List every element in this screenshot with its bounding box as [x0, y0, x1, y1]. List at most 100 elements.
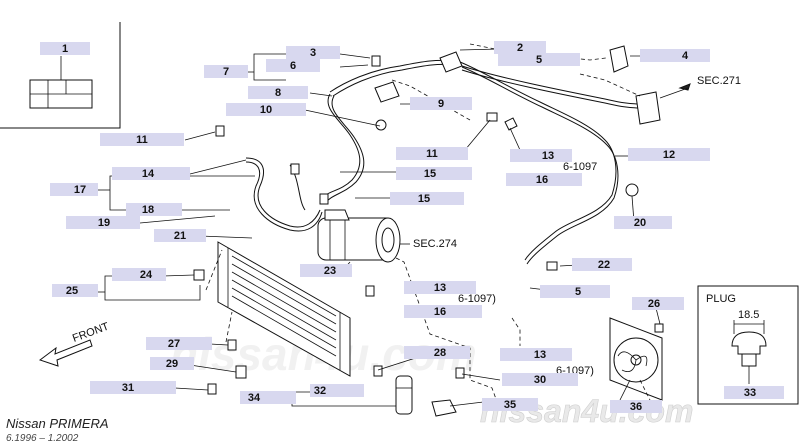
condenser [217, 241, 351, 377]
svg-text:26: 26 [648, 298, 660, 310]
receiver-drier [395, 375, 413, 415]
callout-3[interactable]: 3 [286, 46, 340, 59]
callout-2[interactable]: 2 [494, 41, 546, 54]
callout-10[interactable]: 10 [226, 103, 306, 116]
callout-12[interactable]: 12 [628, 148, 710, 161]
svg-text:11: 11 [426, 148, 438, 160]
svg-text:36: 36 [630, 401, 642, 413]
svg-text:16: 16 [536, 174, 548, 186]
svg-text:15: 15 [418, 193, 430, 205]
svg-text:12: 12 [663, 149, 675, 161]
callout-19[interactable]: 19 [66, 216, 140, 229]
bolt-30 [455, 367, 465, 379]
callout-16-lower[interactable]: 16 [404, 305, 482, 318]
callout-20[interactable]: 20 [614, 216, 672, 229]
svg-text:1: 1 [62, 43, 68, 55]
cooling-fan [609, 317, 663, 401]
callout-21[interactable]: 21 [154, 229, 206, 242]
svg-text:2: 2 [517, 42, 523, 54]
callout-18[interactable]: 18 [126, 203, 182, 216]
svg-text:20: 20 [634, 217, 646, 229]
callout-15-lower[interactable]: 15 [390, 192, 464, 205]
compressor [317, 209, 401, 263]
callout-1[interactable]: 1 [40, 42, 90, 55]
svg-text:14: 14 [142, 168, 155, 180]
bolt-27 [227, 339, 237, 351]
cap-20 [625, 183, 639, 197]
callout-23[interactable]: 23 [300, 264, 352, 277]
callout-34[interactable]: 34 [240, 391, 296, 404]
callout-30[interactable]: 30 [502, 373, 578, 386]
front-arrow [38, 339, 93, 367]
footer-dates: 6.1996 – 1.2002 [6, 433, 79, 444]
ref-sec274: SEC.274 [413, 238, 457, 250]
svg-text:13: 13 [434, 282, 446, 294]
callout-25[interactable]: 25 [52, 284, 98, 297]
svg-text:33: 33 [744, 387, 756, 399]
callout-27[interactable]: 27 [146, 337, 212, 350]
svg-text:5: 5 [575, 286, 581, 298]
label-frame [0, 22, 121, 129]
callout-11-right[interactable]: 11 [396, 147, 468, 160]
callout-31[interactable]: 31 [90, 381, 176, 394]
callout-5[interactable]: 5 [498, 53, 580, 66]
callout-7[interactable]: 7 [204, 65, 248, 78]
callout-5-lower[interactable]: 5 [540, 285, 610, 298]
bolt-31 [207, 383, 217, 395]
svg-text:5: 5 [536, 54, 542, 66]
svg-text:22: 22 [598, 259, 610, 271]
svg-text:9: 9 [438, 98, 444, 110]
callout-24[interactable]: 24 [112, 268, 166, 281]
callout-17[interactable]: 17 [50, 183, 98, 196]
sensor-28 [373, 365, 383, 377]
svg-text:23: 23 [324, 265, 336, 277]
svg-text:35: 35 [504, 399, 516, 411]
svg-text:19: 19 [98, 217, 110, 229]
callout-9[interactable]: 9 [410, 97, 472, 110]
clip-22 [546, 261, 558, 271]
bolt-condenser [365, 285, 375, 297]
callout-26[interactable]: 26 [632, 297, 684, 310]
svg-text:21: 21 [174, 230, 186, 242]
callout-15-upper[interactable]: 15 [396, 167, 472, 180]
callout-16-upper[interactable]: 16 [506, 173, 582, 186]
callout-11-left[interactable]: 11 [100, 133, 184, 146]
clip-3 [371, 55, 381, 67]
callout-28[interactable]: 28 [404, 346, 470, 359]
callout-13-mid[interactable]: 13 [404, 281, 476, 294]
callout-33[interactable]: 33 [724, 386, 784, 399]
callout-8[interactable]: 8 [248, 86, 308, 99]
callout-35[interactable]: 35 [482, 398, 538, 411]
callout-4[interactable]: 4 [640, 49, 710, 62]
svg-text:31: 31 [122, 382, 134, 394]
svg-text:30: 30 [534, 374, 546, 386]
ref-sec271: SEC.271 [697, 75, 741, 87]
callout-29[interactable]: 29 [150, 357, 194, 370]
svg-text:8: 8 [275, 87, 281, 99]
svg-text:34: 34 [248, 392, 261, 404]
svg-text:3: 3 [310, 47, 316, 59]
svg-text:15: 15 [424, 168, 436, 180]
svg-text:6: 6 [290, 60, 296, 72]
bolt-11-left [215, 125, 225, 137]
svg-text:28: 28 [434, 347, 446, 359]
svg-text:32: 32 [314, 385, 326, 397]
connector-2 [439, 51, 463, 73]
svg-text:10: 10 [260, 104, 272, 116]
svg-text:7: 7 [223, 66, 229, 78]
svg-text:17: 17 [74, 184, 86, 196]
callout-13-upper[interactable]: 13 [510, 149, 572, 162]
callout-32[interactable]: 32 [310, 384, 364, 397]
callout-22[interactable]: 22 [572, 258, 632, 271]
callout-13-lower[interactable]: 13 [500, 348, 572, 361]
service-valve [635, 91, 661, 125]
o-ring-10 [375, 119, 387, 131]
svg-text:18: 18 [142, 204, 154, 216]
callout-14[interactable]: 14 [112, 167, 190, 180]
svg-text:13: 13 [542, 150, 554, 162]
callout-6[interactable]: 6 [266, 59, 320, 72]
plug-detail: PLUG 18.5 [697, 285, 799, 405]
svg-text:27: 27 [168, 338, 180, 350]
callout-36[interactable]: 36 [610, 400, 662, 413]
